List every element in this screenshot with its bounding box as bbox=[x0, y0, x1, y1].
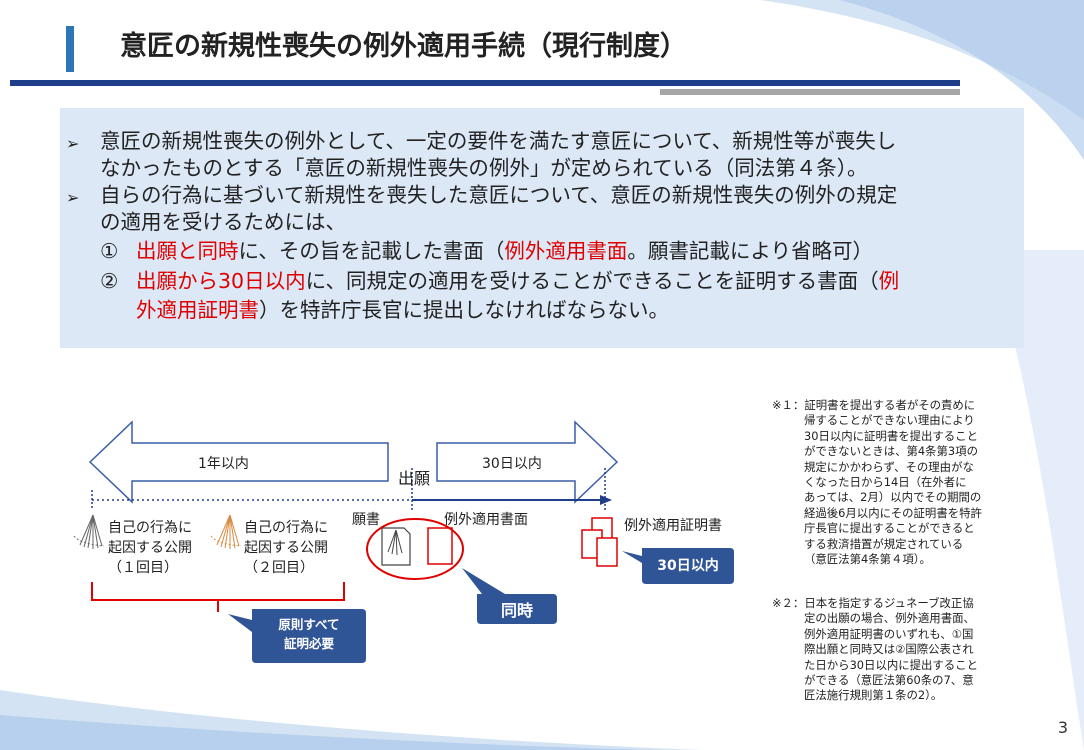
disclosure-2-icon bbox=[210, 514, 242, 549]
title-accent-bar bbox=[66, 26, 74, 72]
item-1-number: ① bbox=[100, 239, 119, 263]
callout-30days-shape bbox=[622, 548, 734, 584]
item-2-red-2: 例 bbox=[878, 269, 900, 293]
exception-doc-label: 例外適用書面 bbox=[444, 512, 528, 528]
note-1-line: 帰することができない理由により bbox=[804, 413, 975, 428]
disclosure-1-icon bbox=[73, 514, 105, 549]
red-bracket bbox=[91, 582, 345, 612]
disclosure-2-line-1: 自己の行為に bbox=[244, 520, 328, 536]
note-1-line: 30日以内に証明書を提出すること bbox=[804, 428, 978, 443]
item-1-red-1: 出願と同時 bbox=[136, 239, 239, 263]
note-1-line: くなった日から14日（在外者に bbox=[804, 475, 967, 490]
disclosure-1-line-2: 起因する公開 bbox=[108, 540, 192, 556]
callout-same: 同時 bbox=[500, 601, 533, 620]
filing-label: 出願 bbox=[398, 469, 431, 488]
item-2-line-2: 外適用証明書）を特許庁長官に提出しなければならない。 bbox=[136, 297, 669, 324]
thirty-day-label: 30日以内 bbox=[482, 456, 542, 472]
exception-document-icon bbox=[427, 527, 453, 565]
note-2-line: た日から30日以内に提出すること bbox=[804, 657, 978, 672]
note-2-line: ができる（意匠法第60条の7、意 bbox=[804, 673, 974, 688]
note-2-line: 定の出願の場合、例外適用書面、 bbox=[804, 611, 975, 626]
note-2-line: 例外適用証明書のいずれも、①国 bbox=[804, 626, 974, 641]
page-title: 意匠の新規性喪失の例外適用手続（現行制度） bbox=[120, 31, 687, 62]
note-2-line: 際出願と同時又は②国際公表され bbox=[804, 642, 974, 657]
one-year-label: 1年以内 bbox=[198, 456, 249, 472]
item-1-red-2: 例外適用書面 bbox=[504, 239, 628, 263]
bullet-1-line-2: なかったものとする「意匠の新規性喪失の例外」が定められている（同法第４条）。 bbox=[100, 156, 868, 180]
page-number: 3 bbox=[1057, 718, 1068, 737]
note-1-line: 庁長官に提出することができると bbox=[804, 521, 975, 536]
item-1-text-2: 。願書記載により省略可） bbox=[627, 239, 873, 263]
bullet-2-line-1: 自らの行為に基づいて新規性を喪失した意匠について、意匠の新規性喪失の例外の規定 bbox=[100, 183, 898, 207]
note-1-line: 経過後6月以内にその証明書を特許 bbox=[804, 505, 982, 520]
item-2-text-1: に、同規定の適用を受けることができることを証明する書面（ bbox=[305, 269, 879, 293]
bullet-arrow-icon: ➢ bbox=[66, 188, 80, 207]
thirty-day-arrow bbox=[436, 420, 619, 504]
certificate-label: 例外適用証明書 bbox=[624, 518, 722, 534]
disclosure-2-text: 自己の行為に 起因する公開 （２回目） bbox=[244, 518, 328, 578]
note-1-line: ※１：証明書を提出する者がその責めに bbox=[772, 398, 976, 412]
bullet-2-line-2: の適用を受けるためには、 bbox=[100, 210, 346, 234]
note-2: ※２：日本を指定するジュネーブ改正協 定の出願の場合、例外適用書面、 例外適用証… bbox=[772, 596, 978, 704]
callout-rule: 原則すべて 証明必要 bbox=[252, 615, 366, 653]
item-1-text: 出願と同時に、その旨を記載した書面（例外適用書面。願書記載により省略可） bbox=[136, 238, 873, 265]
certificate-document-icon bbox=[596, 537, 618, 567]
note-1-line: 規定にかかわらず、その理由がな bbox=[804, 459, 974, 474]
disclosure-2-line-2: 起因する公開 bbox=[244, 540, 328, 556]
item-2-text: 出願から30日以内に、同規定の適用を受けることができることを証明する書面（例 bbox=[136, 268, 899, 295]
summary-panel: ➢ 意匠の新規性喪失の例外として、一定の要件を満たす意匠について、新規性等が喪失… bbox=[60, 108, 1024, 348]
note-1-line: あっては、2月）以内でその期間の bbox=[804, 490, 982, 505]
callout-rule-line-1: 原則すべて bbox=[278, 617, 340, 632]
note-1-line: する救済措置が規定されている bbox=[804, 536, 964, 551]
disclosure-2-line-3: （２回目） bbox=[244, 560, 314, 576]
callout-same-shape bbox=[462, 568, 557, 624]
disclosure-1-line-3: （１回目） bbox=[108, 560, 178, 576]
item-1-text-1: に、その旨を記載した書面（ bbox=[238, 239, 505, 263]
item-2-text-3: ）を特許庁長官に提出しなければならない。 bbox=[259, 298, 669, 322]
callout-rule-line-2: 証明必要 bbox=[283, 636, 334, 651]
callout-rule-shape bbox=[228, 609, 366, 663]
item-2-red-1: 出願から30日以内 bbox=[136, 269, 306, 293]
note-1-line: ができないときは、第4条第3項の bbox=[804, 444, 978, 459]
disclosure-1-text: 自己の行為に 起因する公開 （１回目） bbox=[108, 518, 192, 578]
note-2-line: ※２：日本を指定するジュネーブ改正協 bbox=[772, 596, 974, 610]
callout-30days: 30日以内 bbox=[657, 558, 719, 574]
disclosure-1-line-1: 自己の行為に bbox=[108, 520, 192, 536]
application-document-icon bbox=[381, 527, 411, 566]
note-1: ※１：証明書を提出する者がその責めに 帰することができない理由により 30日以内… bbox=[772, 398, 982, 567]
application-label: 願書 bbox=[352, 512, 380, 528]
item-2-number: ② bbox=[100, 269, 119, 293]
item-2-red-3: 外適用証明書 bbox=[136, 298, 259, 322]
bullet-1-line-1: 意匠の新規性喪失の例外として、一定の要件を満たす意匠について、新規性等が喪失し bbox=[100, 129, 897, 153]
bullet-arrow-icon: ➢ bbox=[66, 134, 80, 153]
title-rule bbox=[10, 80, 960, 86]
one-year-arrow bbox=[88, 420, 389, 504]
simultaneous-highlight-ellipse bbox=[366, 518, 464, 580]
timeline-arrowhead bbox=[600, 495, 612, 505]
note-1-line: （意匠法第4条第４項）。 bbox=[804, 552, 931, 567]
title-subrule bbox=[660, 89, 960, 95]
note-2-line: 匠法施行規則第１条の2）。 bbox=[804, 688, 943, 703]
